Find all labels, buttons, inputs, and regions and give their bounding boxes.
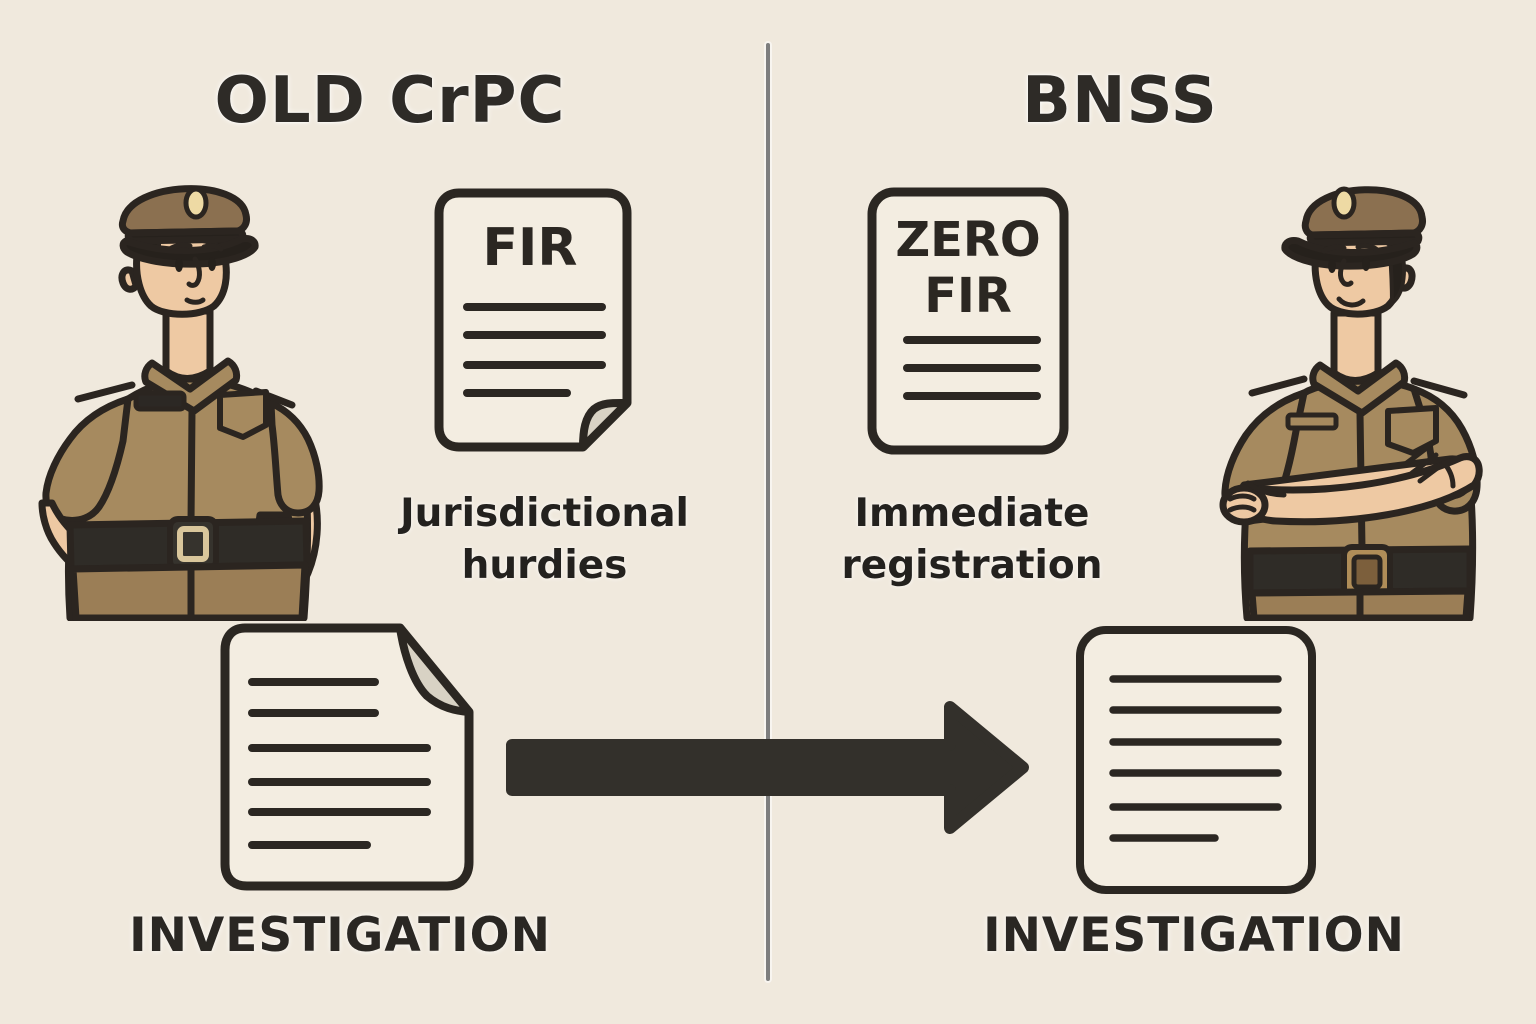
folded-corner — [579, 398, 631, 451]
fir-doc-title: FIR — [483, 218, 578, 278]
right-caption: Immediate registration — [841, 491, 1103, 589]
cap-visor — [119, 235, 259, 268]
officer-chest-pocket — [1285, 412, 1339, 431]
investigation-document-icon-left — [220, 623, 474, 891]
officer-name-plate — [133, 390, 187, 412]
cap-badge — [1331, 186, 1357, 220]
right-panel-title: BNSS — [1022, 64, 1218, 138]
document-text-lines — [248, 678, 431, 849]
left-panel-title: OLD CrPC — [214, 64, 566, 138]
folded-corner — [396, 624, 473, 716]
fir-document-icon: FIR — [434, 188, 632, 452]
investigation-document-icon-right — [1076, 626, 1316, 894]
zero-fir-doc-title-line1: ZERO — [895, 212, 1040, 268]
officer-cap — [118, 185, 250, 237]
cap-badge — [183, 186, 209, 220]
panel-divider-line — [766, 43, 770, 981]
officer-chest-pocket — [217, 389, 269, 440]
left-caption: Jurisdictional hurdies — [400, 491, 689, 589]
zero-fir-document-icon: ZERO FIR — [867, 187, 1069, 455]
right-investigation-label: INVESTIGATION — [983, 908, 1405, 963]
officer-ear — [118, 266, 140, 293]
left-investigation-label: INVESTIGATION — [129, 908, 551, 963]
officer-cap — [1301, 186, 1426, 239]
document-text-lines — [903, 336, 1041, 400]
police-officer-arms-crossed-icon — [1219, 186, 1483, 621]
zero-fir-doc-title-line2: FIR — [924, 268, 1012, 324]
document-text-lines — [1109, 675, 1282, 842]
police-officer-standing-icon — [38, 185, 323, 621]
document-text-lines — [463, 303, 606, 397]
right-arrow-icon — [506, 701, 1029, 834]
